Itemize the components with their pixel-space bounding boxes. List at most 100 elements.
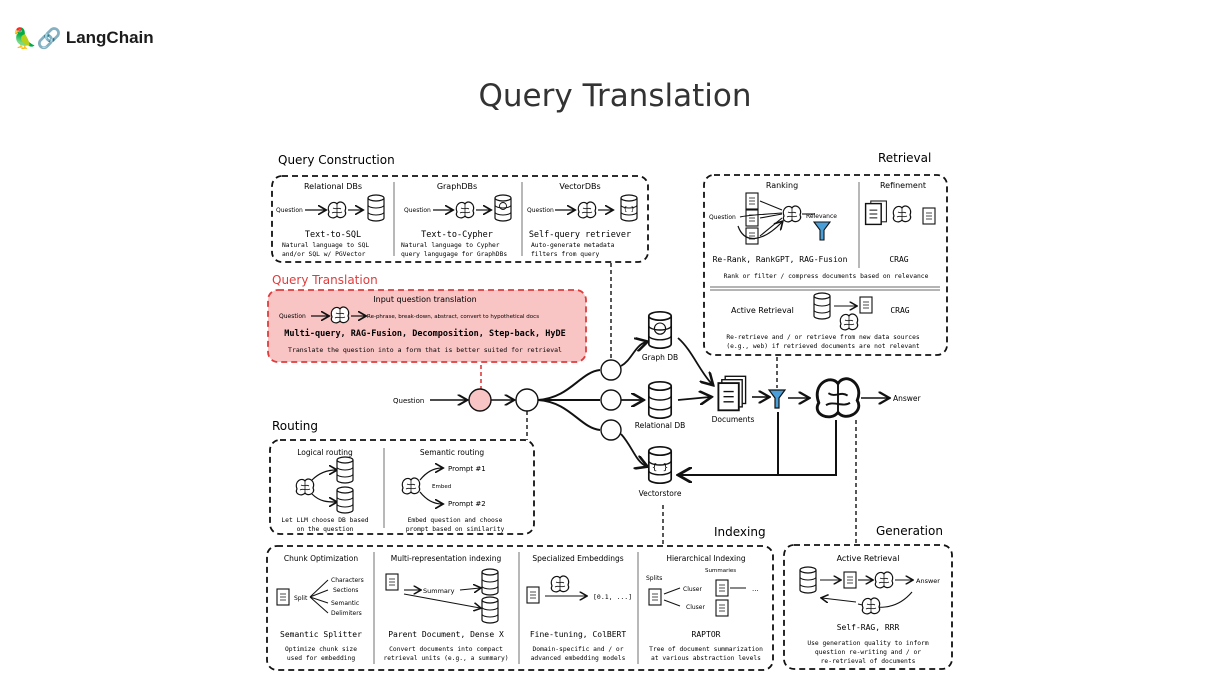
doc-icon bbox=[859, 296, 873, 314]
translation-methods: Multi-query, RAG-Fusion, Decomposition, … bbox=[284, 328, 565, 339]
refinement-crag: CRAG bbox=[889, 255, 908, 264]
vector-db-label: VectorDBs bbox=[559, 182, 600, 191]
multi-representation-label: Multi-representation indexing bbox=[391, 554, 502, 563]
graph-database-icon bbox=[494, 194, 512, 222]
vector-route-node bbox=[600, 419, 622, 441]
indexing-title: Indexing bbox=[714, 525, 766, 539]
hier-desc-1: Tree of document summarization bbox=[649, 646, 763, 653]
active-retrieval-label: Active Retrieval bbox=[731, 306, 794, 315]
filter-icon bbox=[812, 221, 832, 241]
summary-label: Summary bbox=[423, 587, 455, 595]
doc-icon bbox=[745, 192, 759, 210]
semantic-splitter-label: Semantic Splitter bbox=[280, 630, 362, 639]
question-label: Question bbox=[279, 313, 306, 320]
routing-node bbox=[515, 388, 539, 412]
generation-answer-label: Answer bbox=[916, 577, 940, 585]
vector-desc-1: Auto-generate metadata bbox=[531, 242, 615, 249]
chunk-item: Delimiters bbox=[331, 610, 362, 617]
graph-db-icon bbox=[647, 310, 673, 350]
retrieval-desc: Rank or filter / compress documents base… bbox=[724, 273, 929, 280]
generation-desc-2: question re-writing and / or bbox=[815, 649, 921, 656]
logo-text: LangChain bbox=[65, 28, 154, 47]
database-icon bbox=[799, 566, 817, 594]
database-icon bbox=[336, 456, 354, 484]
hier-desc-2: at various abstraction levels bbox=[651, 655, 761, 662]
splits-label: Splits bbox=[646, 575, 662, 582]
generation-desc-3: re-retrieval of documents bbox=[821, 658, 916, 665]
graph-desc-2: query langugage for GraphDBs bbox=[401, 251, 507, 258]
chunk-item: Semantic bbox=[331, 600, 359, 607]
documents-label: Documents bbox=[712, 415, 755, 424]
active-retrieval-desc-2: (e.g., web) if retrieved documents are n… bbox=[726, 343, 920, 350]
routing-title: Routing bbox=[272, 419, 318, 433]
generation-box bbox=[783, 544, 953, 670]
database-icon bbox=[813, 292, 831, 320]
doc-icon bbox=[745, 227, 759, 245]
self-rag-label: Self-RAG, RRR bbox=[837, 623, 900, 632]
question-label: Question bbox=[404, 207, 431, 214]
active-retrieval-crag: CRAG bbox=[890, 306, 909, 315]
ranking-label: Ranking bbox=[766, 181, 798, 190]
parent-document-label: Parent Document, Dense X bbox=[388, 630, 504, 639]
vector-desc-2: filters from query bbox=[531, 251, 599, 258]
answer-label: Answer bbox=[893, 394, 922, 403]
query-construction-box bbox=[271, 175, 649, 263]
relational-route-node bbox=[600, 389, 622, 411]
ellipsis-label: ... bbox=[752, 585, 759, 593]
semantic-routing-label: Semantic routing bbox=[420, 448, 485, 457]
semantic-desc-1: Embed question and choose bbox=[408, 517, 503, 524]
graph-database-icon bbox=[336, 486, 354, 514]
doc-icon bbox=[922, 207, 936, 225]
graph-db-label: GraphDBs bbox=[437, 182, 477, 191]
doc-icon bbox=[648, 588, 662, 606]
query-construction-title: Query Construction bbox=[278, 153, 395, 167]
ranking-methods: Re-Rank, RankGPT, RAG-Fusion bbox=[713, 255, 848, 264]
text-to-sql-label: Text-to-SQL bbox=[305, 230, 361, 240]
retrieval-title: Retrieval bbox=[878, 151, 931, 165]
llm-brain-icon bbox=[401, 477, 421, 495]
prompt-1-label: Prompt #1 bbox=[448, 465, 486, 473]
logical-desc-1: Let LLM choose DB based bbox=[281, 517, 368, 524]
llm-brain-icon bbox=[782, 205, 802, 223]
translation-node bbox=[468, 388, 492, 412]
hierarchical-indexing-label: Hierarchical Indexing bbox=[666, 554, 746, 563]
relational-desc-2: and/or SQL w/ PGVector bbox=[282, 251, 366, 258]
embed-desc-1: Domain-specific and / or bbox=[533, 646, 624, 653]
logical-routing-label: Logical routing bbox=[297, 448, 353, 457]
logo[interactable]: 🦜🔗 LangChain bbox=[12, 28, 154, 48]
relational-db-label: Relational DBs bbox=[304, 182, 362, 191]
doc-icon bbox=[276, 588, 290, 606]
llm-brain-icon bbox=[815, 377, 861, 419]
relevance-label: Relevance bbox=[806, 213, 837, 220]
relational-desc-1: Natural language to SQL bbox=[282, 242, 369, 249]
relational-db-icon bbox=[647, 380, 673, 420]
llm-brain-icon bbox=[327, 201, 347, 219]
llm-brain-icon bbox=[550, 575, 570, 593]
translation-desc: Translate the question into a form that … bbox=[288, 346, 562, 354]
llm-brain-icon bbox=[839, 313, 859, 331]
graph-desc-1: Natural language to Cypher bbox=[401, 242, 500, 249]
summaries-label: Summaries bbox=[705, 568, 736, 574]
vectorstore-glyph: { } bbox=[652, 463, 668, 473]
llm-brain-icon bbox=[295, 478, 315, 496]
embed-label: Embed bbox=[432, 484, 451, 490]
page-title: Query Translation bbox=[478, 78, 752, 114]
documents-icon bbox=[717, 375, 747, 412]
vectorstore-label: Vectorstore bbox=[639, 489, 682, 498]
doc-icon bbox=[385, 573, 399, 591]
embed-desc-2: advanced embedding models bbox=[531, 655, 626, 662]
fine-tuning-label: Fine-tuning, ColBERT bbox=[530, 630, 627, 639]
vector-glyph: { } bbox=[624, 206, 635, 213]
logical-desc-2: on the question bbox=[297, 526, 354, 533]
routing-box bbox=[269, 439, 535, 535]
raptor-label: RAPTOR bbox=[692, 630, 721, 639]
multi-desc-2: retrieval units (e.g., a summary) bbox=[383, 655, 508, 662]
split-label: Split bbox=[294, 595, 308, 602]
doc-icon bbox=[526, 586, 540, 604]
doc-icon bbox=[715, 579, 729, 597]
generation-active-retrieval-label: Active Retrieval bbox=[837, 554, 900, 563]
vector-database-icon bbox=[481, 568, 499, 596]
database-icon bbox=[367, 194, 385, 222]
graph-route-node bbox=[600, 359, 622, 381]
semantic-desc-2: prompt based on similarity bbox=[406, 526, 505, 533]
